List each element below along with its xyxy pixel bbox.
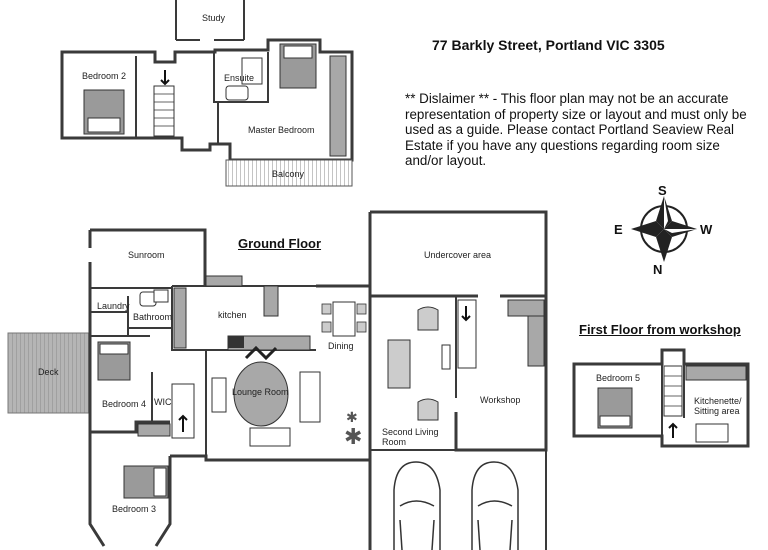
compass-label-s: S [658,183,667,198]
upper-stairs-arrow-icon [160,70,170,86]
room-label-workshop: Workshop [480,395,520,405]
plant-icon: ✱ [344,425,362,450]
kitchenette-bench [685,365,747,381]
upper-floor-fixtures [83,43,353,187]
address-heading: 77 Barkly Street, Portland VIC 3305 [432,37,665,53]
workshop-floor-outline [572,348,750,448]
room-label-undercover: Undercover area [424,250,491,260]
upper-floor-outline [60,38,354,162]
room-label-balcony: Balcony [272,169,305,179]
bedroom3-walls [88,432,172,547]
kitchenette-table [695,423,729,443]
compass-point-east [631,221,664,237]
bathroom-toilet [153,289,169,303]
ground-stairs-arrow-icon [178,414,188,432]
ground-floor-walls [88,210,548,550]
master-robe [329,55,347,157]
room-label-study: Study [202,13,226,23]
workshop-first-floor-heading: First Floor from workshop [579,322,741,337]
armchair-top [417,306,439,331]
room-label-second-living-1: Second Living [382,427,439,437]
upper-floor-plan [60,0,354,162]
workshop-bench-side [527,315,545,367]
sunroom-walls [88,228,207,288]
room-label-bathroom: Bathroom [133,312,172,322]
deck-area [7,332,91,414]
kitchen-bench-top [205,275,243,287]
room-label-wic: WIC [154,397,172,407]
balcony-deck [225,159,353,187]
wic-shelf [137,423,171,437]
lounge-sofa-side [299,371,321,423]
upper-floor-labels: Study Bedroom 2 Ensuite Master Bedroom B… [82,13,315,179]
room-label-bedroom2: Bedroom 2 [82,71,126,81]
armchair-bottom [417,398,439,421]
compass-rose: S N E W [614,183,713,277]
undercover-walls [370,210,548,296]
compass-point-north [656,229,672,262]
dining-table [332,301,356,337]
west-bedroom-walls [88,288,170,434]
ground-floor-labels: Sunroom Laundry Bathroom kitchen Dining … [38,250,520,514]
ensuite-walls [213,52,269,103]
room-label-lounge: Lounge Room [232,387,289,397]
side-table [441,344,451,370]
lounge-sofa [249,427,291,447]
room-label-kitchen: kitchen [218,310,247,320]
lounge-cabinet [211,377,227,413]
workshop-first-floor-labels: Bedroom 5 Kitchenette/ Sitting area [596,373,742,416]
room-label-bedroom3: Bedroom 3 [112,504,156,514]
room-label-dining: Dining [328,341,354,351]
plant-small-icon: ✱ [346,410,358,426]
upper-stairs [153,85,175,137]
room-label-bedroom5: Bedroom 5 [596,373,640,383]
kitchen-pantry [263,285,279,317]
disclaimer-text: ** Dislaimer ** - This floor plan may no… [405,91,747,168]
room-label-bedroom4: Bedroom 4 [102,399,146,409]
workshop-bench [507,299,545,317]
ensuite-shower [241,57,263,85]
dining-east-wall [316,212,372,550]
compass-label-n: N [653,262,662,277]
kitchen-bench-side [173,287,187,349]
lounge-south-wall [170,454,370,462]
ensuite-vanity [225,85,249,101]
room-label-kitchenette-2: Sitting area [694,406,740,416]
workshop-floor-inner-walls [661,364,685,436]
ground-stairs [171,383,195,439]
workshop-upper-stairs [663,365,683,417]
study-walls [175,0,245,40]
workshop-first-floor-plan [572,348,750,448]
room-label-master-bedroom: Master Bedroom [248,125,315,135]
ground-floor-heading: Ground Floor [238,236,322,251]
room-label-sunroom: Sunroom [128,250,165,260]
room-label-kitchenette-1: Kitchenette/ [694,396,742,406]
ground-floor-fixtures: ✱ ✱ [97,275,545,550]
room-label-ensuite: Ensuite [224,73,254,83]
car-left [393,461,441,550]
lounge-rug [233,361,289,427]
room-label-deck: Deck [38,367,59,377]
room-label-laundry: Laundry [97,301,130,311]
compass-label-w: W [700,222,713,237]
workshop-stairs-arrow-icon [461,306,471,322]
cooktop [228,336,244,348]
workshop-upper-stairs-arrow-icon [668,422,678,438]
workshop-first-floor-fixtures [597,365,747,443]
heater-icon [244,345,278,361]
compass-label-e: E [614,222,623,237]
second-living-sofa [387,339,411,389]
car-right [471,461,519,550]
room-label-second-living-2: Room [382,437,406,447]
deck-boards [7,332,91,414]
